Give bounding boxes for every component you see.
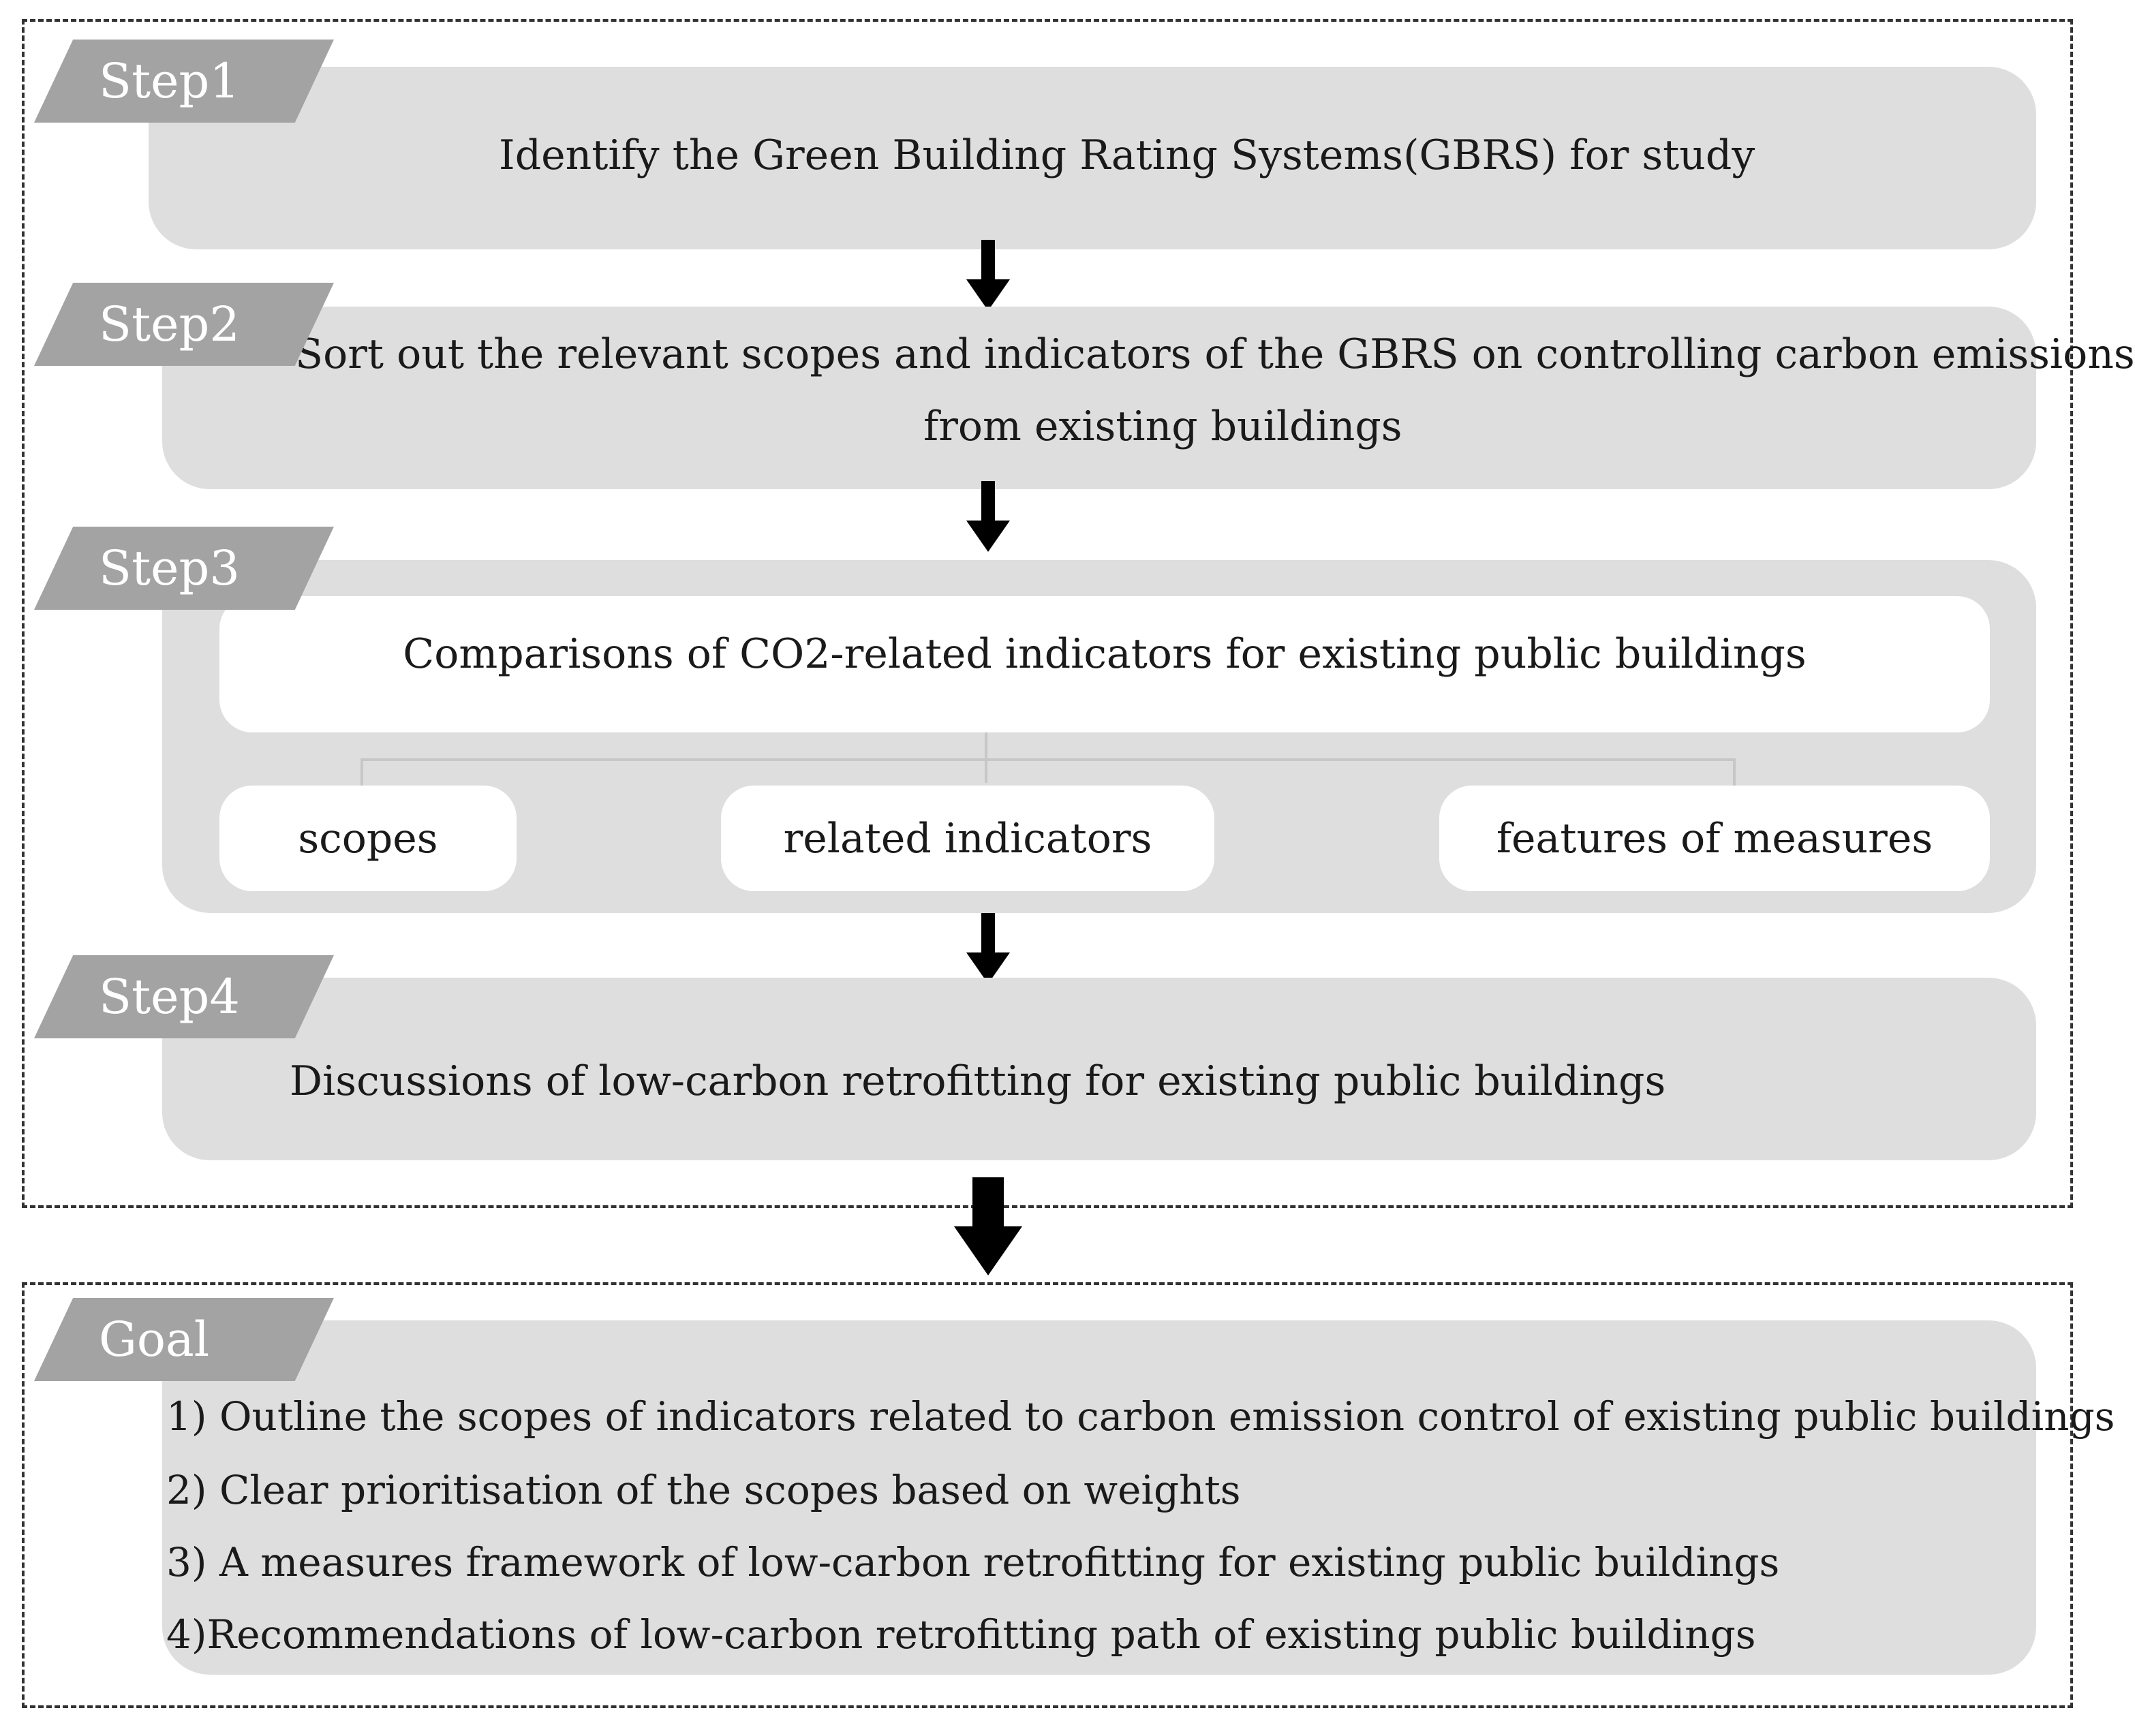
step3-title-box xyxy=(219,596,1990,732)
step3-tag: Step3 xyxy=(34,527,334,610)
process-frame xyxy=(22,19,2073,1208)
goal-item-4: 4)Recommendations of low-carbon retrofit… xyxy=(166,1611,1756,1658)
goal-item-2: 2) Clear prioritisation of the scopes ba… xyxy=(166,1467,1241,1513)
goal-frame xyxy=(22,1282,2073,1708)
step4-tag: Step4 xyxy=(34,955,334,1038)
sub-box-related-indicators-label: related indicators xyxy=(783,814,1152,863)
step2-tag: Step2 xyxy=(34,283,334,366)
arrow-down-icon xyxy=(966,913,1010,984)
connector-right xyxy=(1733,758,1736,786)
step1-text: Identify the Green Building Rating Syste… xyxy=(499,131,1755,179)
sub-box-scopes: scopes xyxy=(219,786,517,891)
connector-vertical xyxy=(985,732,987,783)
connector-horizontal xyxy=(360,758,1736,761)
sub-box-features-of-measures: features of measures xyxy=(1439,786,1990,891)
step4-text: Discussions of low-carbon retrofitting f… xyxy=(290,1057,1666,1105)
step3-title: Comparisons of CO2-related indicators fo… xyxy=(403,630,1807,678)
arrow-down-icon xyxy=(966,240,1010,311)
step2-text-line2: from existing buildings xyxy=(923,403,1402,450)
connector-left xyxy=(360,758,363,786)
arrow-down-large-icon xyxy=(954,1177,1022,1275)
sub-box-features-of-measures-label: features of measures xyxy=(1496,814,1933,863)
arrow-down-icon xyxy=(966,481,1010,552)
goal-panel xyxy=(162,1320,2036,1675)
step2-panel xyxy=(162,307,2036,489)
step1-tag: Step1 xyxy=(34,40,334,123)
step2-text-line1: Sort out the relevant scopes and indicat… xyxy=(295,330,2135,378)
goal-item-1: 1) Outline the scopes of indicators rela… xyxy=(166,1393,2115,1440)
goal-tag: Goal xyxy=(34,1298,334,1381)
sub-box-related-indicators: related indicators xyxy=(721,786,1214,891)
step4-panel xyxy=(162,978,2036,1160)
goal-item-3: 3) A measures framework of low-carbon re… xyxy=(166,1539,1780,1585)
sub-box-scopes-label: scopes xyxy=(298,814,438,863)
step1-panel xyxy=(149,67,2036,249)
